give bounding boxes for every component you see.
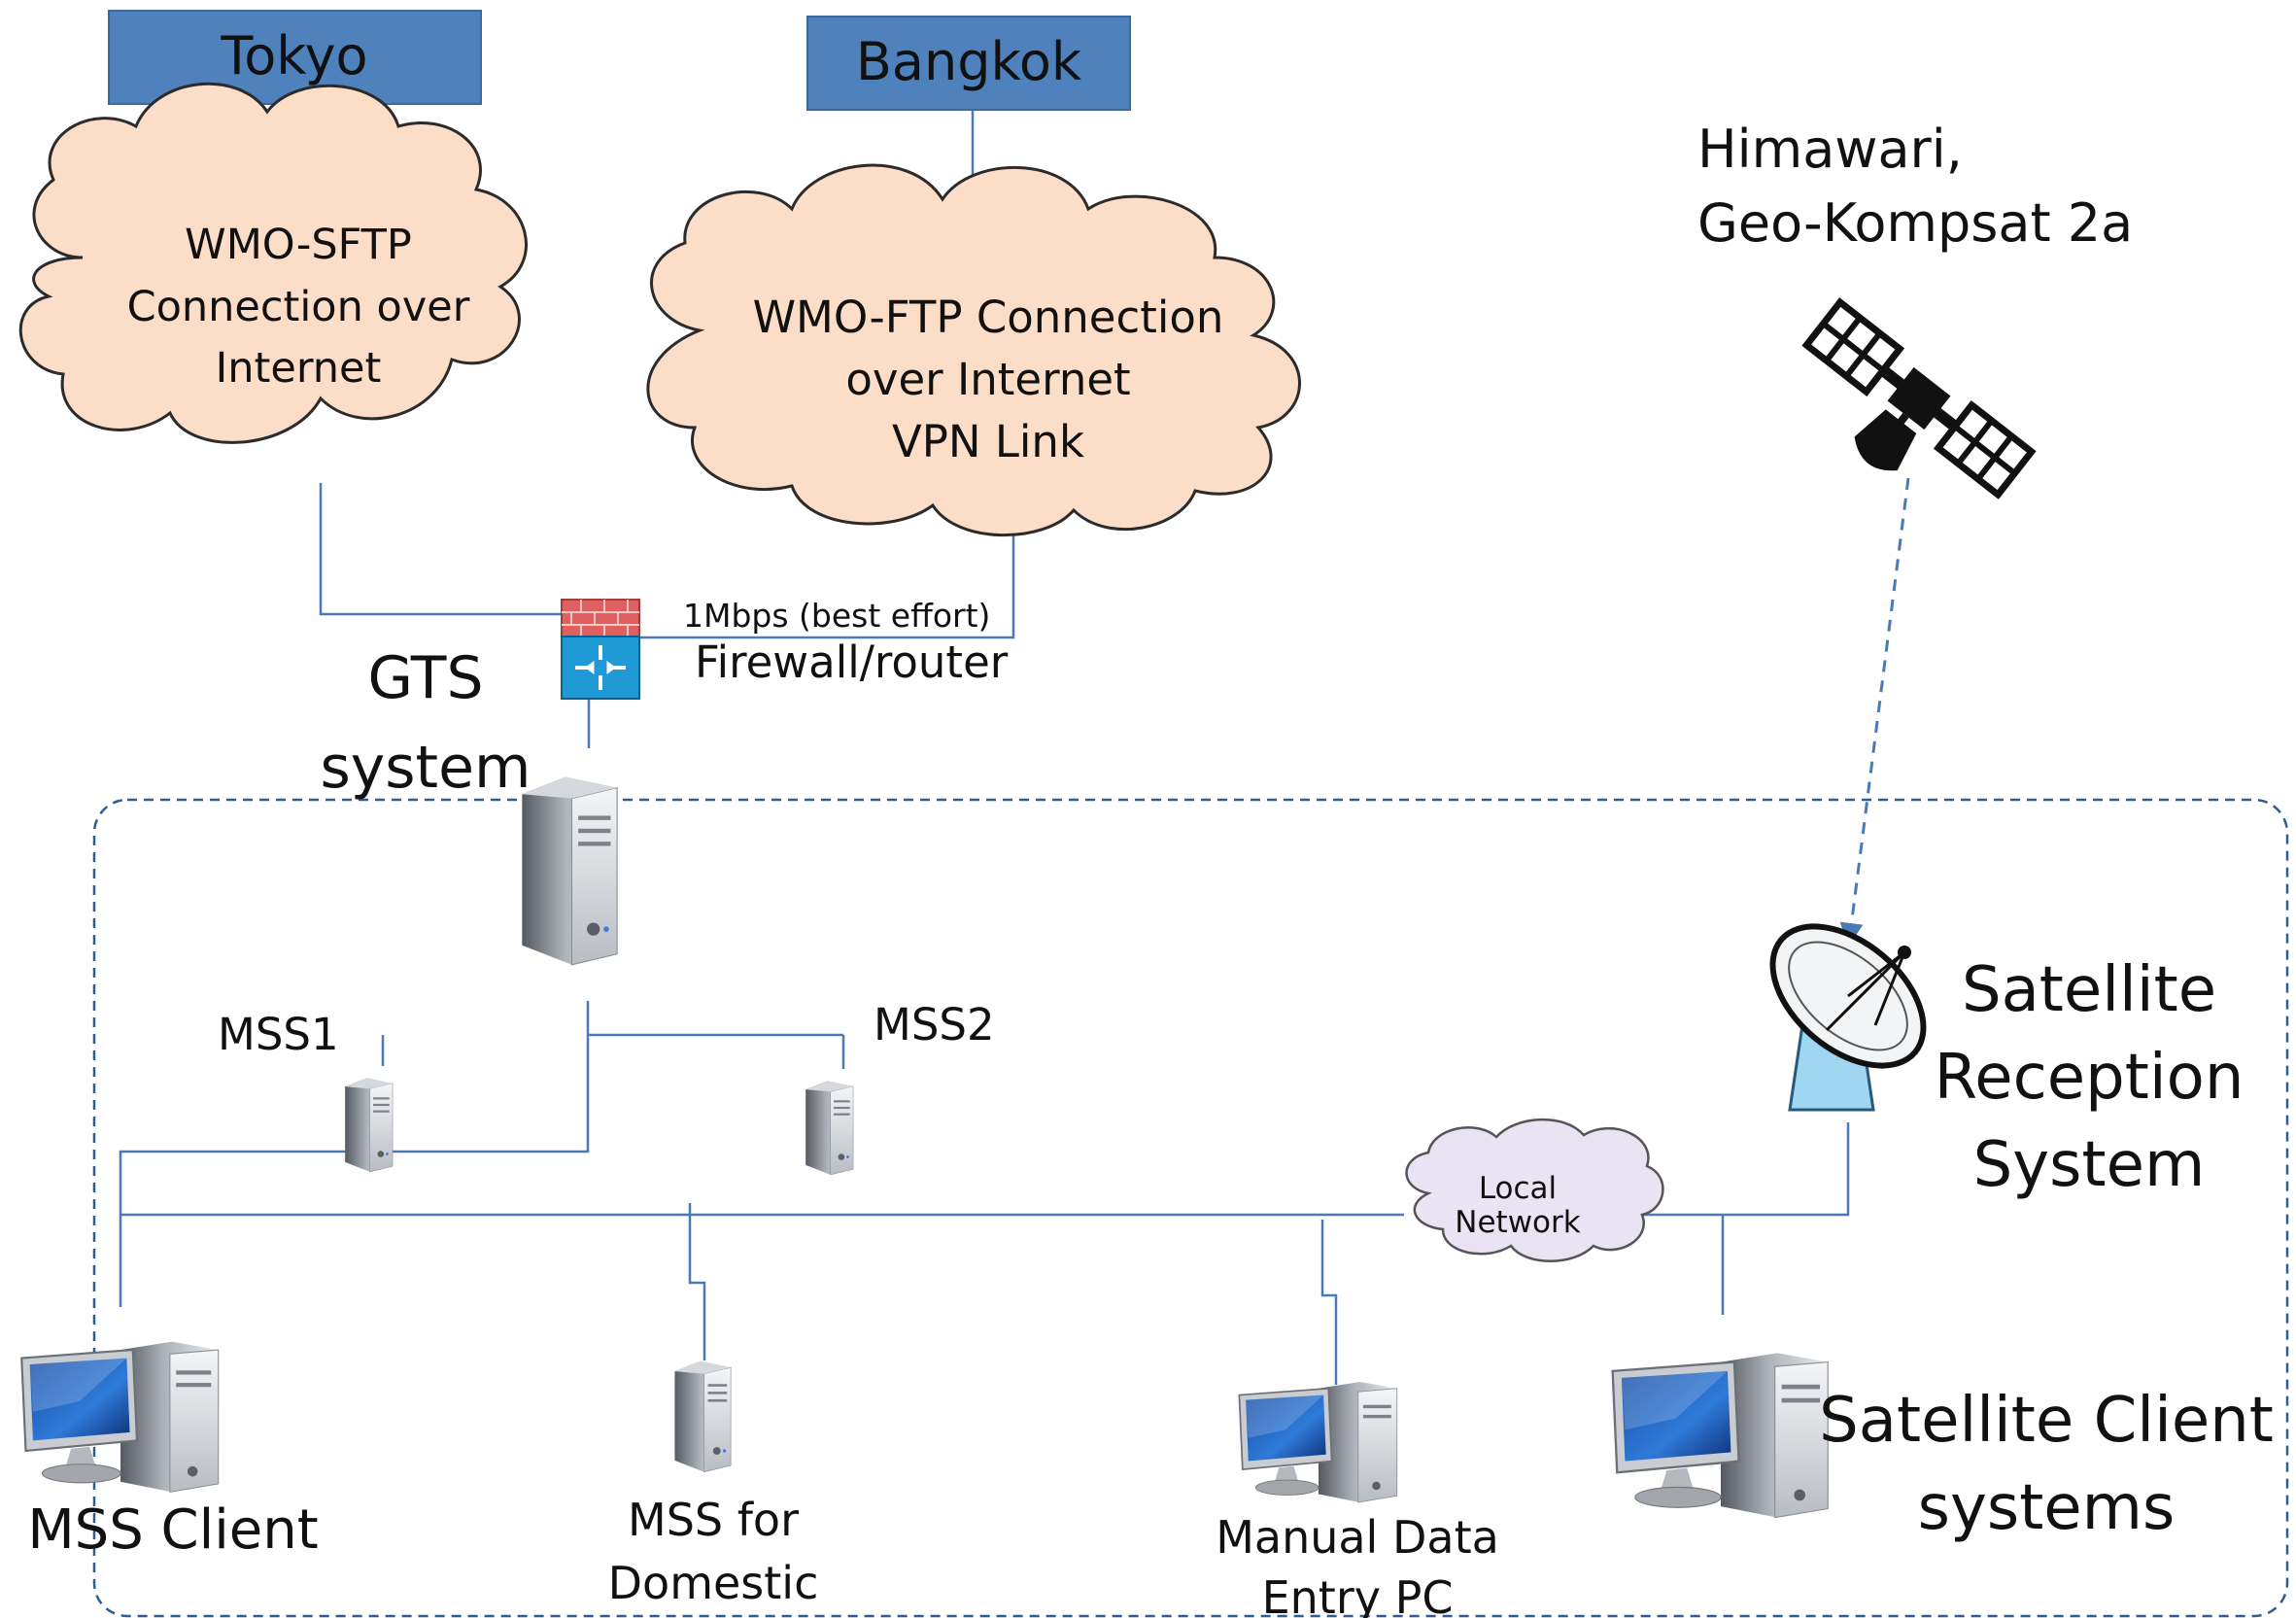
sat-client-label-line-2: systems (1918, 1472, 2176, 1544)
lan-to-manual-entry-line (1320, 1220, 1338, 1385)
lan-to-mss-domestic-line (688, 1203, 706, 1360)
tokyo-to-firewall-line (319, 483, 562, 616)
tokyo-cloud-line-3: Internet (216, 344, 382, 393)
satellite-label-line-1: Himawari, (1697, 119, 1963, 180)
tokyo-label: Tokyo (220, 25, 367, 86)
tokyo-site-box: Tokyo (108, 10, 482, 105)
mss2-server-icon (805, 1080, 854, 1176)
router-icon (561, 636, 640, 700)
satellite-label: Himawari, Geo-Kompsat 2a (1697, 119, 2133, 254)
local-network-boundary (92, 798, 2289, 1618)
manual-entry-desktop-icon (1238, 1381, 1398, 1503)
lan-to-reception-line (1642, 1122, 1850, 1217)
gts-label-line-1: GTS (367, 644, 483, 712)
mss-client-label: MSS Client (27, 1498, 318, 1562)
cloud-icon (18, 82, 528, 444)
bangkok-label: Bangkok (856, 31, 1082, 92)
local-cloud-line-2: Network (1455, 1205, 1580, 1240)
reception-label-line-1: Satellite (1962, 954, 2216, 1026)
manual-entry-label-line-2: Entry PC (1262, 1571, 1454, 1618)
satellite-dish-icon (1769, 923, 1927, 1112)
mss-domestic-label-line-2: Domestic (608, 1557, 819, 1609)
reception-label-line-2: Reception (1935, 1042, 2245, 1114)
bangkok-cloud-line-2: over Internet (845, 354, 1130, 405)
bangkok-site-box: Bangkok (806, 16, 1131, 111)
tokyo-cloud-line-1: WMO-SFTP (185, 221, 412, 269)
local-cloud-line-1: Local (1479, 1171, 1557, 1206)
manual-entry-label-line-1: Manual Data (1216, 1511, 1499, 1564)
tokyo-cloud-line-2: Connection over (127, 283, 470, 331)
satellite-downlink-arrow (1839, 477, 1910, 947)
mss-client-desktop-icon (20, 1340, 220, 1494)
mss-domestic-server-icon (673, 1360, 732, 1473)
mss1-label: MSS1 (218, 1009, 339, 1060)
firewall-icon (561, 599, 640, 637)
mss1-server-icon (344, 1077, 394, 1173)
bangkok-cloud-line-1: WMO-FTP Connection (753, 292, 1224, 343)
satellite-label-line-2: Geo-Kompsat 2a (1697, 192, 2133, 254)
gts-label-line-2: system (321, 734, 531, 802)
link-speed-label: 1Mbps (best effort) (683, 597, 990, 635)
mss-domestic-label-line-1: MSS for (628, 1494, 799, 1546)
sat-client-label-line-1: Satellite Client (1819, 1385, 2274, 1457)
bangkok-to-firewall-line (639, 531, 1015, 639)
local-network-cloud: Local Network (1405, 1118, 1664, 1262)
sat-client-desktop-icon (1611, 1352, 1830, 1519)
firewall-router-label: Firewall/router (695, 637, 1009, 688)
cloud-icon (1405, 1118, 1664, 1262)
bangkok-cloud-line-3: VPN Link (892, 416, 1084, 467)
mss2-label: MSS2 (874, 999, 995, 1050)
gts-server-icon (521, 775, 618, 966)
tokyo-wmo-sftp-cloud: WMO-SFTP Connection over Internet (18, 82, 528, 444)
satellite-icon (1801, 297, 2037, 499)
cloud-icon (646, 163, 1301, 537)
bangkok-wmo-ftp-cloud: WMO-FTP Connection over Internet VPN Lin… (646, 163, 1301, 537)
reception-label-line-3: System (1973, 1129, 2206, 1201)
